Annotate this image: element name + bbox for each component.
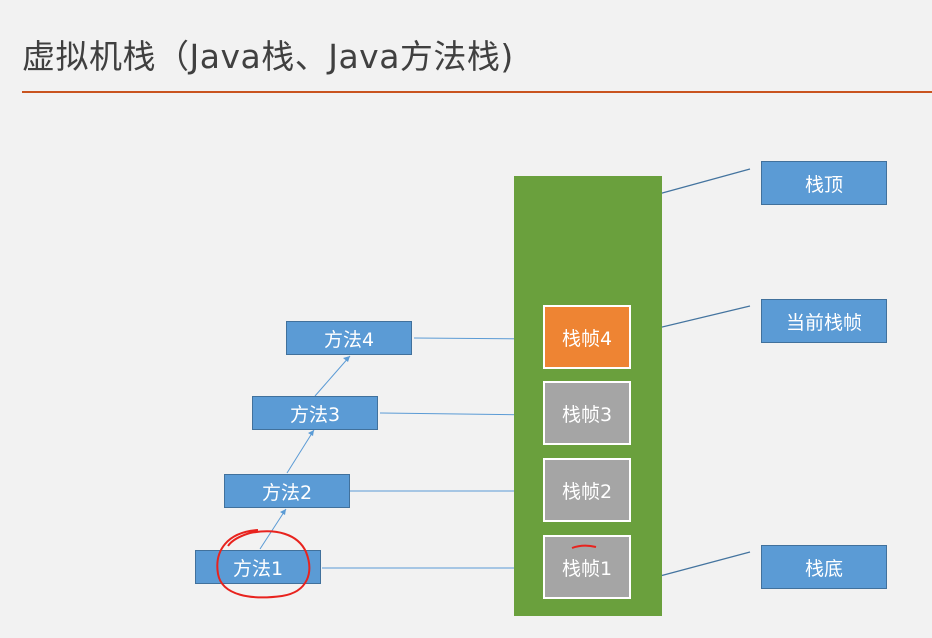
arrowhead-method3: [308, 430, 314, 436]
stack-frame-2: 栈帧2: [543, 458, 631, 522]
method-1: 方法1: [195, 550, 321, 584]
arrowhead-method2: [280, 509, 286, 515]
arrow-call-1-2: [259, 508, 287, 550]
leader-bottom: [644, 551, 751, 581]
arrow-call-3-4: [314, 355, 351, 397]
method-2: 方法2: [224, 474, 350, 508]
arrow-call-2-3: [286, 429, 315, 474]
method-3: 方法3: [252, 396, 378, 430]
label-stack-top: 栈顶: [761, 161, 887, 205]
label-current-frame: 当前栈帧: [761, 299, 887, 343]
method-4: 方法4: [286, 321, 412, 355]
page-title: 虚拟机栈（Java栈、Java方法栈): [22, 37, 514, 76]
title-underline: [22, 91, 932, 93]
label-stack-bottom: 栈底: [761, 545, 887, 589]
stack-frame-1: 栈帧1: [543, 535, 631, 599]
arrowhead-method4: [343, 356, 350, 362]
stack-frame-4: 栈帧4: [543, 305, 631, 369]
stack-frame-3: 栈帧3: [543, 381, 631, 445]
